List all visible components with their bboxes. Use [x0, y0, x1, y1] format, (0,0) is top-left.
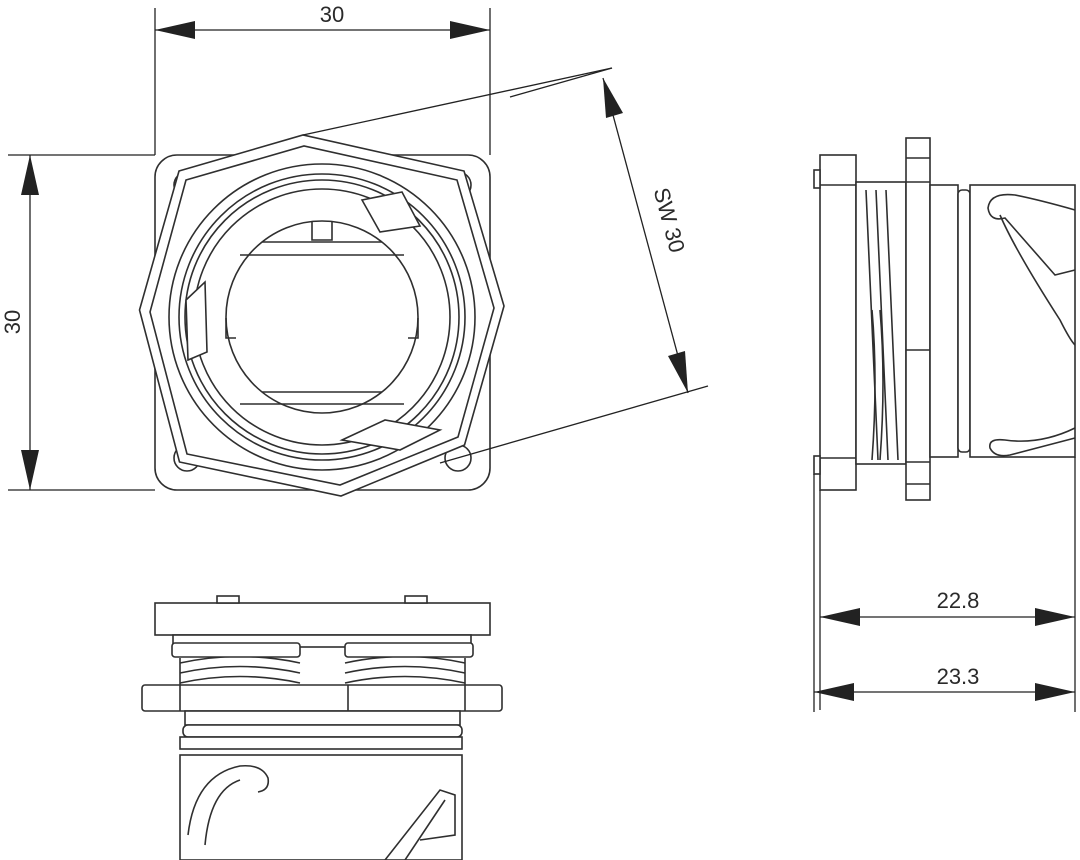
bayonet-lug-top — [360, 191, 422, 233]
dim-front-width: 30 — [154, 2, 491, 155]
ring-3 — [184, 179, 460, 455]
side-flange — [819, 154, 857, 491]
hex-nut-chamfer — [149, 145, 495, 486]
dim-wrench-size-label: SW 30 — [649, 185, 690, 255]
front-view — [138, 134, 505, 497]
key-notch — [311, 221, 333, 241]
dim-side-depth-inner-label: 22.8 — [937, 588, 980, 613]
outer-ring — [168, 163, 476, 471]
bayonet-lug-bottom — [339, 419, 443, 451]
dim-side-depth-outer: 23.3 — [813, 474, 1076, 712]
dim-front-height: 30 — [0, 154, 155, 491]
side-groove-top — [987, 193, 1076, 276]
inner-bore — [225, 220, 419, 414]
bottom-nut — [141, 684, 503, 712]
side-body — [969, 184, 1076, 458]
dim-side-depth-inner: 22.8 — [819, 457, 1076, 710]
bayonet-lug-left — [185, 280, 208, 362]
dim-front-width-label: 30 — [320, 2, 344, 27]
dim-front-height-label: 30 — [0, 310, 25, 334]
side-view — [813, 137, 1076, 501]
dim-side-depth-outer-label: 23.3 — [937, 664, 980, 689]
bottom-body — [179, 754, 463, 860]
ring-2 — [178, 173, 466, 461]
groove-left — [187, 764, 270, 836]
bottom-view — [141, 595, 503, 860]
side-nut — [905, 137, 931, 501]
bottom-flange — [154, 602, 491, 636]
